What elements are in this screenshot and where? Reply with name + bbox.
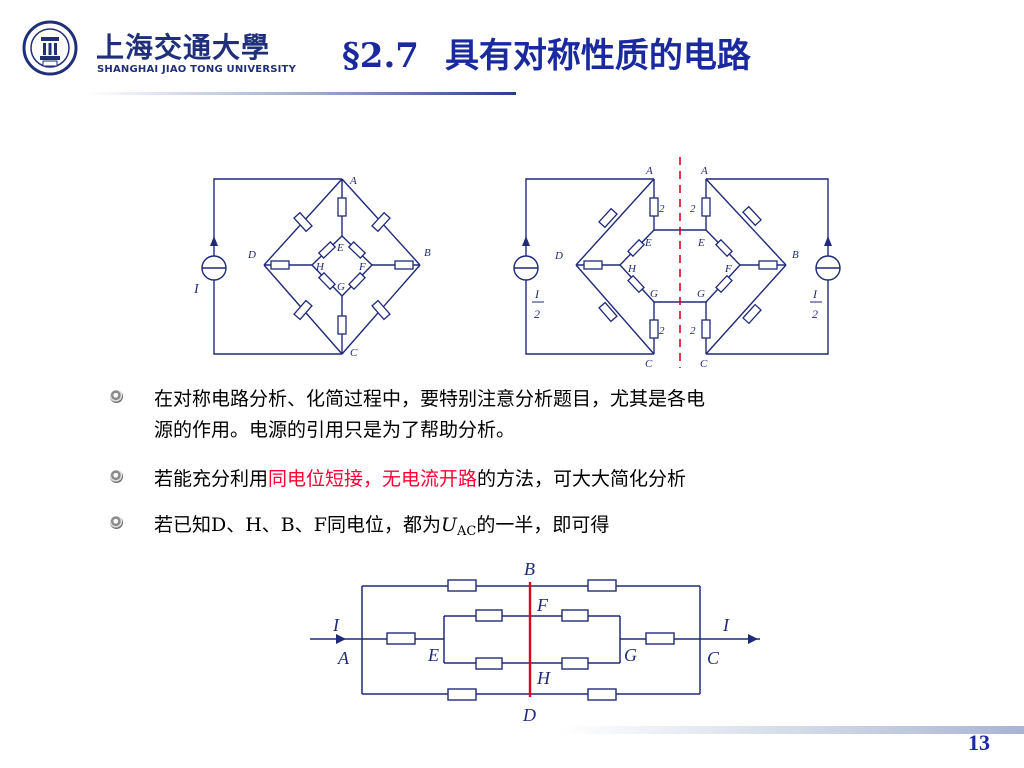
bullet-1-line1: 在对称电路分析、化简过程中，要特别注意分析题目，尤其是各电 [154, 388, 706, 410]
bullet-2-pre: 若能充分利用 [154, 468, 269, 490]
circuit-diagram-2: A A B C C D E E F G G H 2 2 2 2 I 2 I 2 [513, 157, 841, 370]
c2-label-E-right: E [697, 237, 705, 249]
c2-source-right-num: I [812, 287, 818, 301]
c1-source-label: I [193, 282, 200, 297]
university-logo [22, 20, 78, 76]
footer-divider [560, 726, 1024, 734]
c3-label-B: B [524, 559, 535, 579]
c2-label-G-left: G [650, 288, 658, 300]
bullet-3-var: U [440, 514, 457, 536]
c3-label-I-right: I [722, 615, 730, 635]
c2-label-C-right: C [700, 358, 708, 370]
c3-label-F: F [536, 595, 549, 615]
title-text: 具有对称性质的电路 [444, 36, 751, 76]
bullet-1: 在对称电路分析、化简过程中，要特别注意分析题目，尤其是各电 源的作用。电源的引用… [110, 384, 970, 446]
bullet-3: 若已知D、H、B、F同电位，都为UAC的一半，即可得 [110, 510, 970, 541]
c2-label-B: B [792, 249, 799, 261]
c2-label-E-left: E [644, 237, 652, 249]
c1-label-D: D [247, 249, 256, 261]
slide-title: §2.7 具有对称性质的电路 [342, 28, 751, 77]
c2-label-H: H [627, 263, 637, 275]
page-number: 13 [968, 730, 990, 755]
c2-source-left-den: 2 [534, 307, 540, 321]
bullet-3-post: 的一半，即可得 [476, 514, 610, 536]
bullet-icon [110, 390, 123, 403]
c1-label-B: B [424, 247, 431, 259]
c3-label-G: G [624, 645, 637, 665]
circuit-diagram-1: A B C D E F G H I [193, 175, 431, 359]
c1-label-G: G [337, 281, 345, 293]
c1-label-H: H [315, 261, 325, 273]
c3-label-E: E [427, 645, 439, 665]
c2-source-left-num: I [534, 287, 540, 301]
bullet-1-line2: 源的作用。电源的引用只是为了帮助分析。 [154, 419, 516, 441]
circuit-diagram-3: B F I I A E G C H D [310, 559, 760, 725]
c3-label-C: C [707, 648, 720, 668]
bullet-3-pre: 若已知D、H、B、F同电位，都为 [154, 514, 441, 536]
c2-label-F: F [724, 263, 732, 275]
c2-resistor-2-tl: 2 [659, 203, 665, 215]
c1-label-E: E [336, 242, 344, 254]
bullet-2-highlight: 同电位短接，无电流开路 [268, 468, 478, 490]
c1-label-C: C [350, 347, 358, 359]
c1-label-A: A [349, 175, 357, 187]
c1-label-F: F [358, 261, 366, 273]
c2-resistor-2-tr: 2 [690, 203, 696, 215]
bullet-2-post: 的方法，可大大简化分析 [477, 468, 687, 490]
c3-label-H: H [536, 668, 551, 688]
bullet-2: 若能充分利用同电位短接，无电流开路的方法，可大大简化分析 [110, 464, 970, 495]
c2-resistor-2-br: 2 [690, 325, 696, 337]
c2-resistor-2-bl: 2 [659, 325, 665, 337]
bullet-3-sub: AC [456, 524, 477, 539]
university-name-en: SHANGHAI JIAO TONG UNIVERSITY [97, 64, 297, 75]
c2-source-right-den: 2 [812, 307, 818, 321]
header-divider [88, 92, 516, 95]
c2-label-C-left: C [645, 358, 653, 370]
university-name-cn: 上海交通大學 [96, 31, 271, 64]
c3-label-A: A [337, 648, 350, 668]
c2-label-D: D [554, 250, 563, 262]
title-section: §2.7 [342, 36, 419, 76]
c3-label-I-left: I [332, 615, 340, 635]
c2-label-A-left: A [645, 165, 653, 177]
bullet-icon [110, 516, 123, 529]
c3-label-D: D [522, 705, 536, 725]
c2-label-A-right: A [700, 165, 708, 177]
bullet-icon [110, 470, 123, 483]
c2-label-G-right: G [697, 288, 705, 300]
